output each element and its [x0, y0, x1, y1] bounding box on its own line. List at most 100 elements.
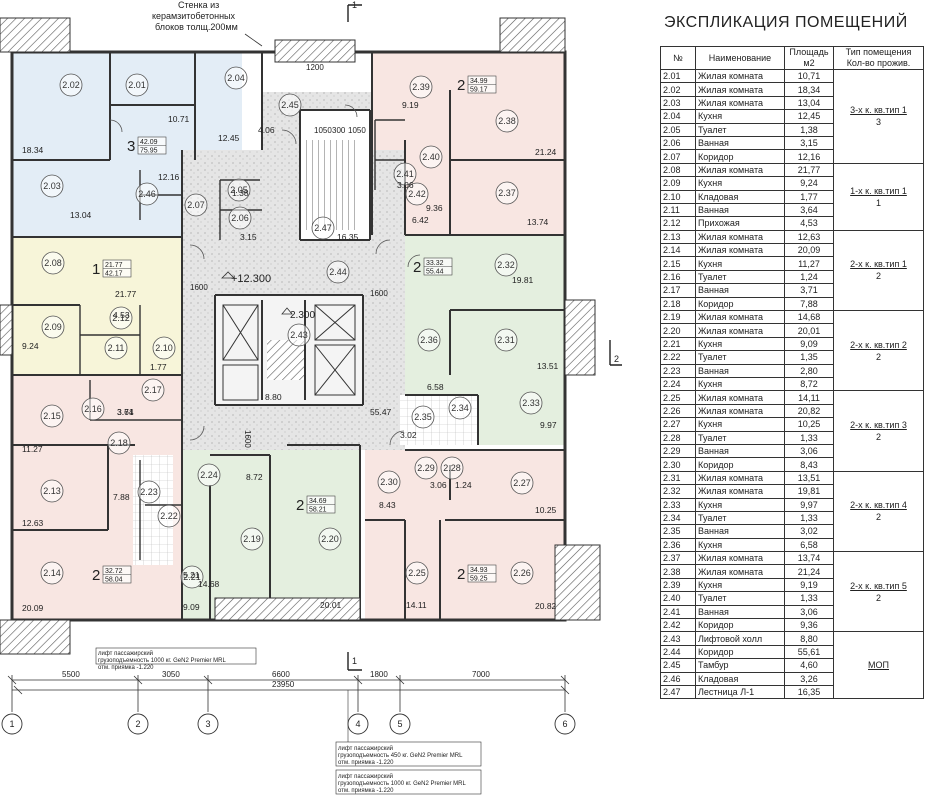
room-number-circles: 2.012.022.032.042.052.062.072.082.092.10… — [40, 66, 543, 589]
cell-name: Кухня — [695, 336, 785, 352]
area-label: 1.77 — [150, 362, 167, 372]
area-label: 12.45 — [218, 133, 240, 143]
cell-area: 14,68 — [784, 310, 834, 325]
group-count: 3 — [875, 117, 881, 128]
cell-num: 2.08 — [660, 162, 696, 178]
room-number: 2.32 — [497, 260, 515, 270]
apartment-living-area: 33.32 — [426, 260, 444, 267]
room-circle — [197, 463, 221, 487]
cell-area: 1,33 — [784, 430, 834, 445]
cell-name: Жилая комната — [695, 310, 785, 325]
cell-area: 9,97 — [784, 497, 834, 512]
elevator-shafts — [222, 304, 356, 401]
room-circle — [495, 109, 519, 133]
cell-area: 1,33 — [784, 591, 834, 606]
room-circle — [318, 527, 342, 551]
cell-area: 18,34 — [784, 82, 834, 97]
area-label: 4.53 — [113, 310, 130, 320]
area-label: 11.27 — [22, 444, 43, 454]
room-circle — [40, 561, 64, 585]
room-number: 2.26 — [513, 568, 531, 578]
cell-name: Ванная — [695, 524, 785, 539]
room-circle — [495, 181, 519, 205]
group-count: 2 — [875, 351, 881, 362]
cell-name: Туалет — [695, 269, 785, 285]
cell-num: 2.22 — [660, 350, 696, 365]
col-header-name: Наименование — [695, 46, 785, 70]
area-label: 14.11 — [406, 600, 427, 610]
cell-name: Жилая комната — [695, 564, 785, 579]
room-circle — [405, 182, 429, 206]
apartment-total-area: 58.04 — [105, 577, 123, 584]
wall-note: Стенка из керамзитобетонных блоков толщ.… — [152, 0, 263, 47]
cell-name: Лестница Л-1 — [695, 684, 785, 700]
cell-num: 2.36 — [660, 537, 696, 553]
room-circle — [180, 565, 204, 589]
room-circle — [409, 75, 433, 99]
cell-num: 2.11 — [660, 202, 696, 218]
cell-area: 3,15 — [784, 135, 834, 151]
cell-num: 2.41 — [660, 604, 696, 620]
room-number: 2.22 — [160, 511, 178, 521]
cell-name: Жилая комната — [695, 323, 785, 338]
area-label: 13.04 — [70, 210, 92, 220]
cell-name: Кухня — [695, 376, 785, 392]
axis-label: 5 — [397, 719, 402, 729]
room-number: 2.35 — [414, 412, 432, 422]
cell-area: 12,16 — [784, 149, 834, 164]
table-header-row: № Наименование Площадь м2 Тип помещения … — [660, 46, 924, 70]
cell-num: 2.04 — [660, 109, 696, 124]
room-number: 2.37 — [498, 188, 516, 198]
lift-note-b-line-1: лифт пассажирский — [338, 745, 393, 752]
cell-name: Прихожая — [695, 216, 785, 231]
cell-num: 2.43 — [660, 631, 696, 646]
apartment-total-area: 55.44 — [426, 269, 444, 276]
col-header-num: № — [660, 46, 696, 70]
room-circle — [411, 405, 435, 429]
cell-area: 3,71 — [784, 283, 834, 298]
cell-num: 2.40 — [660, 591, 696, 606]
room-number: 2.20 — [321, 534, 339, 544]
room-circle — [510, 471, 534, 495]
axis-label: 2 — [135, 719, 140, 729]
area-label: 16.35 — [337, 232, 359, 242]
room-circle — [157, 504, 181, 528]
group-label: 2-х к. кв.тип 3 — [850, 420, 907, 431]
explication-title: ЭКСПЛИКАЦИЯ ПОМЕЩЕНИЙ — [664, 14, 908, 31]
dim-span-3: 6600 — [272, 670, 290, 679]
apartment-rooms: 2 — [92, 567, 100, 584]
apartment-living-area: 42.09 — [140, 139, 158, 146]
cell-num: 2.34 — [660, 510, 696, 526]
cell-area: 4,53 — [784, 216, 834, 231]
room-circle — [125, 73, 149, 97]
lift-note-a-line-1: лифт пассажирский — [98, 650, 153, 657]
area-label: 55.47 — [370, 407, 392, 417]
cell-name: Жилая комната — [695, 82, 785, 97]
cell-area: 8,80 — [784, 631, 834, 646]
lift-note-b-line-3: отм. приямка -1.220 — [338, 760, 394, 766]
area-label: 9.24 — [22, 341, 39, 351]
area-label: 12.63 — [22, 518, 44, 528]
explication-panel: ЭКСПЛИКАЦИЯ ПОМЕЩЕНИЙ № Наименование Пло… — [660, 14, 924, 700]
area-label: 9.09 — [183, 602, 200, 612]
apartment-total-area: 59.17 — [470, 87, 488, 94]
axis-circle — [127, 713, 149, 735]
apartment-living-area: 34.93 — [470, 567, 488, 574]
apartment-living-area: 34.69 — [309, 498, 327, 505]
cell-area: 14,11 — [784, 390, 834, 405]
cell-area: 9,36 — [784, 618, 834, 633]
cell-area: 20,82 — [784, 403, 834, 419]
cell-name: Кухня — [695, 176, 785, 191]
cell-name: Тамбур — [695, 658, 785, 673]
cell-num: 2.23 — [660, 363, 696, 378]
cell-area: 21,24 — [784, 564, 834, 579]
